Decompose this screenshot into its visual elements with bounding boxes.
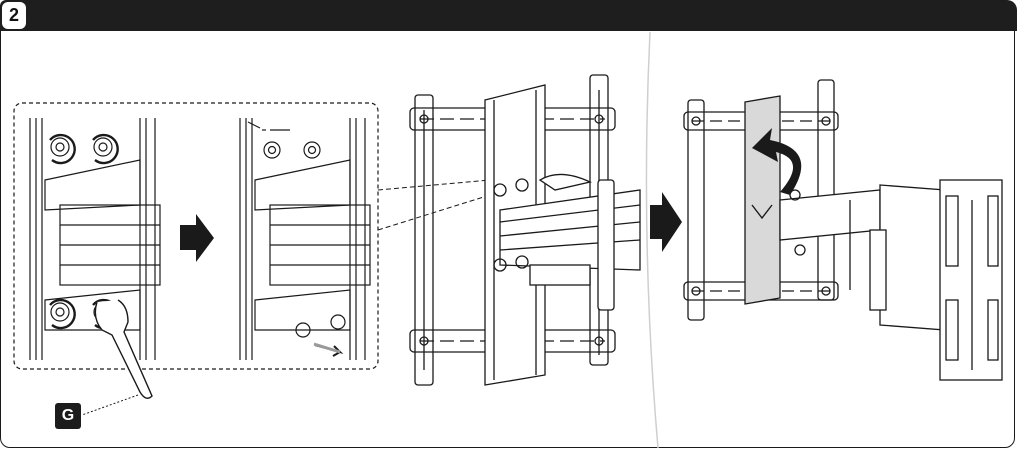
tool-callout-label: G: [55, 403, 81, 429]
mount-bolt: [493, 258, 507, 272]
extended-arm: [779, 179, 1003, 381]
wrench-icon: [94, 299, 153, 399]
rail-bolt: [419, 114, 429, 124]
mount-bolt: [794, 244, 806, 256]
nut-bottom-a: [295, 322, 311, 338]
articulating-arm: [499, 173, 641, 311]
rail-bolt: [419, 336, 429, 346]
wall-rail-left: [687, 99, 705, 321]
detail-right-rails: [239, 118, 366, 360]
rail-bolt: [594, 114, 604, 124]
zoom-leaders: [377, 179, 491, 231]
bolt-top-left: [50, 137, 70, 157]
mount-bolt: [515, 255, 529, 269]
detail-left-rails: [29, 118, 156, 360]
wall-rail-left: [414, 94, 434, 386]
gap-indicator: [247, 121, 290, 131]
rotate-arrow-icon: [752, 128, 802, 195]
loosen-arrow-icon: [49, 298, 76, 330]
rail-bolt: [691, 116, 701, 126]
callout-leader: [81, 394, 139, 416]
header-bar: 2: [0, 0, 1017, 31]
nut-top-right: [303, 141, 321, 159]
detail-inset: [13, 102, 379, 416]
detail-right-arm: [254, 159, 371, 331]
panel-divider: [645, 31, 659, 449]
detail-inset-border: [13, 102, 379, 370]
bolt-bottom-left: [50, 302, 70, 322]
nut-top-left: [263, 141, 281, 159]
rail-bolt: [821, 286, 831, 296]
step-number-badge: 2: [2, 2, 26, 29]
nut-bottom-b: [330, 314, 346, 330]
wall-rail-right: [817, 79, 835, 301]
mount-bolt: [493, 183, 507, 197]
center-mount: [409, 74, 641, 386]
right-mount: [683, 79, 1003, 381]
right-arrow-icon: [650, 192, 682, 252]
mount-bolt: [515, 178, 529, 192]
loosen-arrow-icon: [92, 133, 119, 165]
right-arrow-icon: [180, 214, 214, 262]
detail-left-arm: [44, 159, 161, 331]
loosen-arrow-icon: [49, 133, 76, 165]
center-plate-shaded: [744, 95, 781, 305]
rail-bolt: [821, 116, 831, 126]
bolt-top-right: [93, 137, 113, 157]
rail-bolt: [691, 286, 701, 296]
rail-bolt: [594, 336, 604, 346]
